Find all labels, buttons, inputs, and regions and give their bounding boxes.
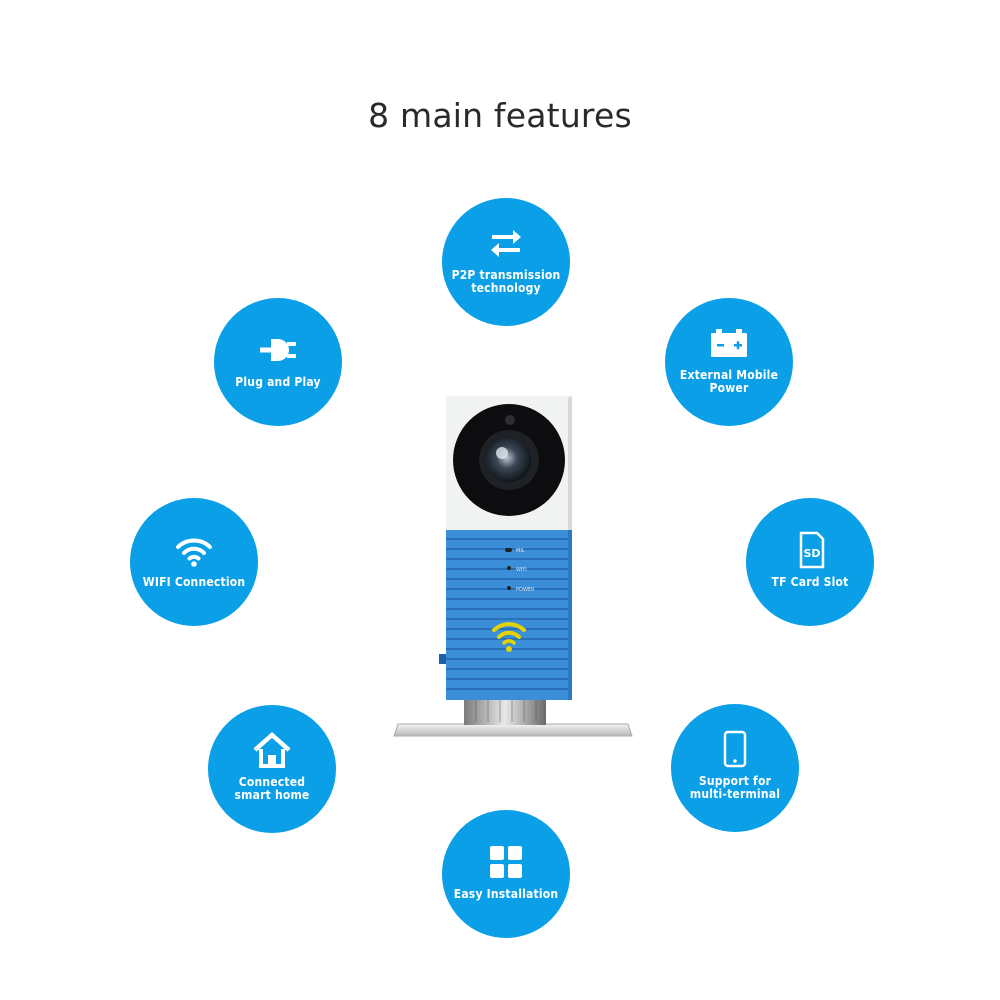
feature-wifi-connection: WIFI Connection	[130, 498, 258, 626]
camera-product-image: MIL WIFI POWER	[393, 396, 633, 737]
feature-external-mobile-power: External Mobile Power	[665, 298, 793, 426]
sd-card-text: SD	[803, 547, 820, 560]
feature-tf-card-slot: SD TF Card Slot	[746, 498, 874, 626]
feature-label: TF Card Slot	[771, 574, 849, 589]
feature-label: External Mobile Power	[679, 368, 779, 395]
grid-icon	[490, 845, 522, 878]
feature-label: WIFI Connection	[142, 574, 246, 589]
feature-label: Easy Installation	[453, 886, 559, 901]
camera-wifi-logo-icon	[492, 622, 526, 652]
wifi-icon	[176, 538, 212, 567]
feature-label: Plug and Play	[235, 374, 321, 389]
indicator-label-power: POWER	[516, 587, 535, 593]
home-icon	[253, 731, 291, 768]
page-title: 8 main features	[368, 96, 632, 135]
indicator-label-wifi: WIFI	[516, 567, 527, 573]
power-plug-icon	[260, 338, 296, 361]
phone-icon	[723, 730, 747, 768]
feature-easy-installation: Easy Installation	[442, 810, 570, 938]
swap-arrows-icon	[491, 230, 521, 257]
sd-card-icon: SD	[799, 531, 825, 568]
feature-plug-and-play: Plug and Play	[214, 298, 342, 426]
feature-multi-terminal: Support for multi-terminal	[671, 704, 799, 832]
feature-label: Connected smart home	[234, 775, 310, 802]
feature-p2p-transmission: P2P transmission technology	[442, 198, 570, 326]
indicator-label-mic: MIL	[516, 548, 525, 554]
feature-connected-smart-home: Connected smart home	[208, 705, 336, 833]
battery-icon	[711, 329, 747, 357]
feature-label: Support for multi-terminal	[689, 774, 781, 801]
feature-label: P2P transmission technology	[451, 268, 561, 295]
